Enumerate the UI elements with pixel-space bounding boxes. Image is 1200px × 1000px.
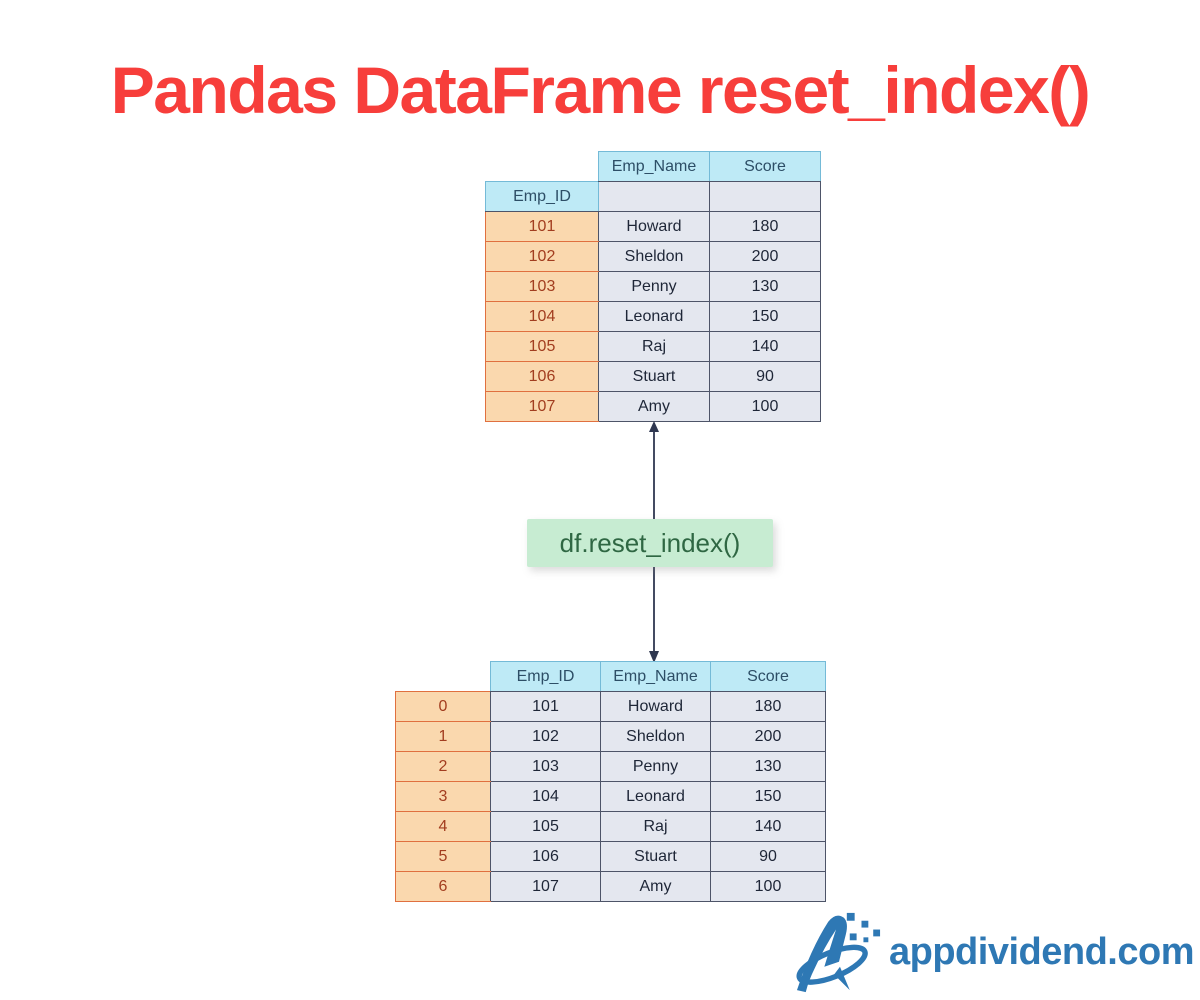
data-cell: 140 xyxy=(710,811,826,842)
data-cell: 130 xyxy=(710,751,826,782)
data-cell: Raj xyxy=(598,331,710,362)
column-header: Emp_ID xyxy=(490,661,601,692)
brand-name: appdividend.com xyxy=(889,931,1194,973)
flow-arrows xyxy=(649,421,659,663)
corner-cell xyxy=(396,662,491,692)
index-cell: 5 xyxy=(395,841,491,872)
index-cell: 3 xyxy=(395,781,491,812)
data-cell: Leonard xyxy=(598,301,710,332)
data-cell: Amy xyxy=(600,871,711,902)
index-cell: 2 xyxy=(395,751,491,782)
data-cell: 90 xyxy=(710,841,826,872)
arrow-down-to-result-table xyxy=(649,567,659,663)
data-cell: 100 xyxy=(709,391,821,422)
data-cell: Stuart xyxy=(598,361,710,392)
data-cell: 150 xyxy=(709,301,821,332)
column-header: Score xyxy=(709,151,821,182)
data-cell: 130 xyxy=(709,271,821,302)
data-cell: 103 xyxy=(490,751,601,782)
data-cell: 102 xyxy=(490,721,601,752)
index-name-header: Emp_ID xyxy=(485,181,599,212)
index-cell: 101 xyxy=(485,211,599,242)
data-cell: Howard xyxy=(600,691,711,722)
index-cell: 104 xyxy=(485,301,599,332)
data-cell: Leonard xyxy=(600,781,711,812)
data-cell: 200 xyxy=(709,241,821,272)
data-cell: Raj xyxy=(600,811,711,842)
data-cell: Howard xyxy=(598,211,710,242)
data-cell: 200 xyxy=(710,721,826,752)
data-cell: Amy xyxy=(598,391,710,422)
column-header: Emp_Name xyxy=(600,661,711,692)
blank-cell xyxy=(598,181,710,212)
data-cell: 100 xyxy=(710,871,826,902)
data-cell: Penny xyxy=(598,271,710,302)
data-cell: 90 xyxy=(709,361,821,392)
index-cell: 105 xyxy=(485,331,599,362)
data-cell: 106 xyxy=(490,841,601,872)
page-title: Pandas DataFrame reset_index() xyxy=(110,53,1091,127)
index-cell: 6 xyxy=(395,871,491,902)
column-header: Emp_Name xyxy=(598,151,710,182)
reset-index-operation-box: df.reset_index() xyxy=(527,519,773,567)
index-cell: 1 xyxy=(395,721,491,752)
arrow-up-to-source-table xyxy=(649,421,659,519)
index-cell: 107 xyxy=(485,391,599,422)
column-header: Score xyxy=(710,661,826,692)
corner-cell xyxy=(486,152,599,182)
data-cell: 180 xyxy=(710,691,826,722)
data-cell: 104 xyxy=(490,781,601,812)
data-cell: Penny xyxy=(600,751,711,782)
index-cell: 106 xyxy=(485,361,599,392)
blank-cell xyxy=(709,181,821,212)
index-cell: 102 xyxy=(485,241,599,272)
data-cell: 105 xyxy=(490,811,601,842)
data-cell: 107 xyxy=(490,871,601,902)
appdividend-logo-icon xyxy=(796,912,881,992)
index-cell: 0 xyxy=(395,691,491,722)
index-cell: 103 xyxy=(485,271,599,302)
logo-pixel-dots xyxy=(836,912,881,942)
data-cell: Sheldon xyxy=(598,241,710,272)
index-cell: 4 xyxy=(395,811,491,842)
data-cell: 140 xyxy=(709,331,821,362)
data-cell: Sheldon xyxy=(600,721,711,752)
data-cell: 180 xyxy=(709,211,821,242)
brand-footer: appdividend.com xyxy=(795,905,1194,1000)
data-cell: 150 xyxy=(710,781,826,812)
data-cell: 101 xyxy=(490,691,601,722)
data-cell: Stuart xyxy=(600,841,711,872)
